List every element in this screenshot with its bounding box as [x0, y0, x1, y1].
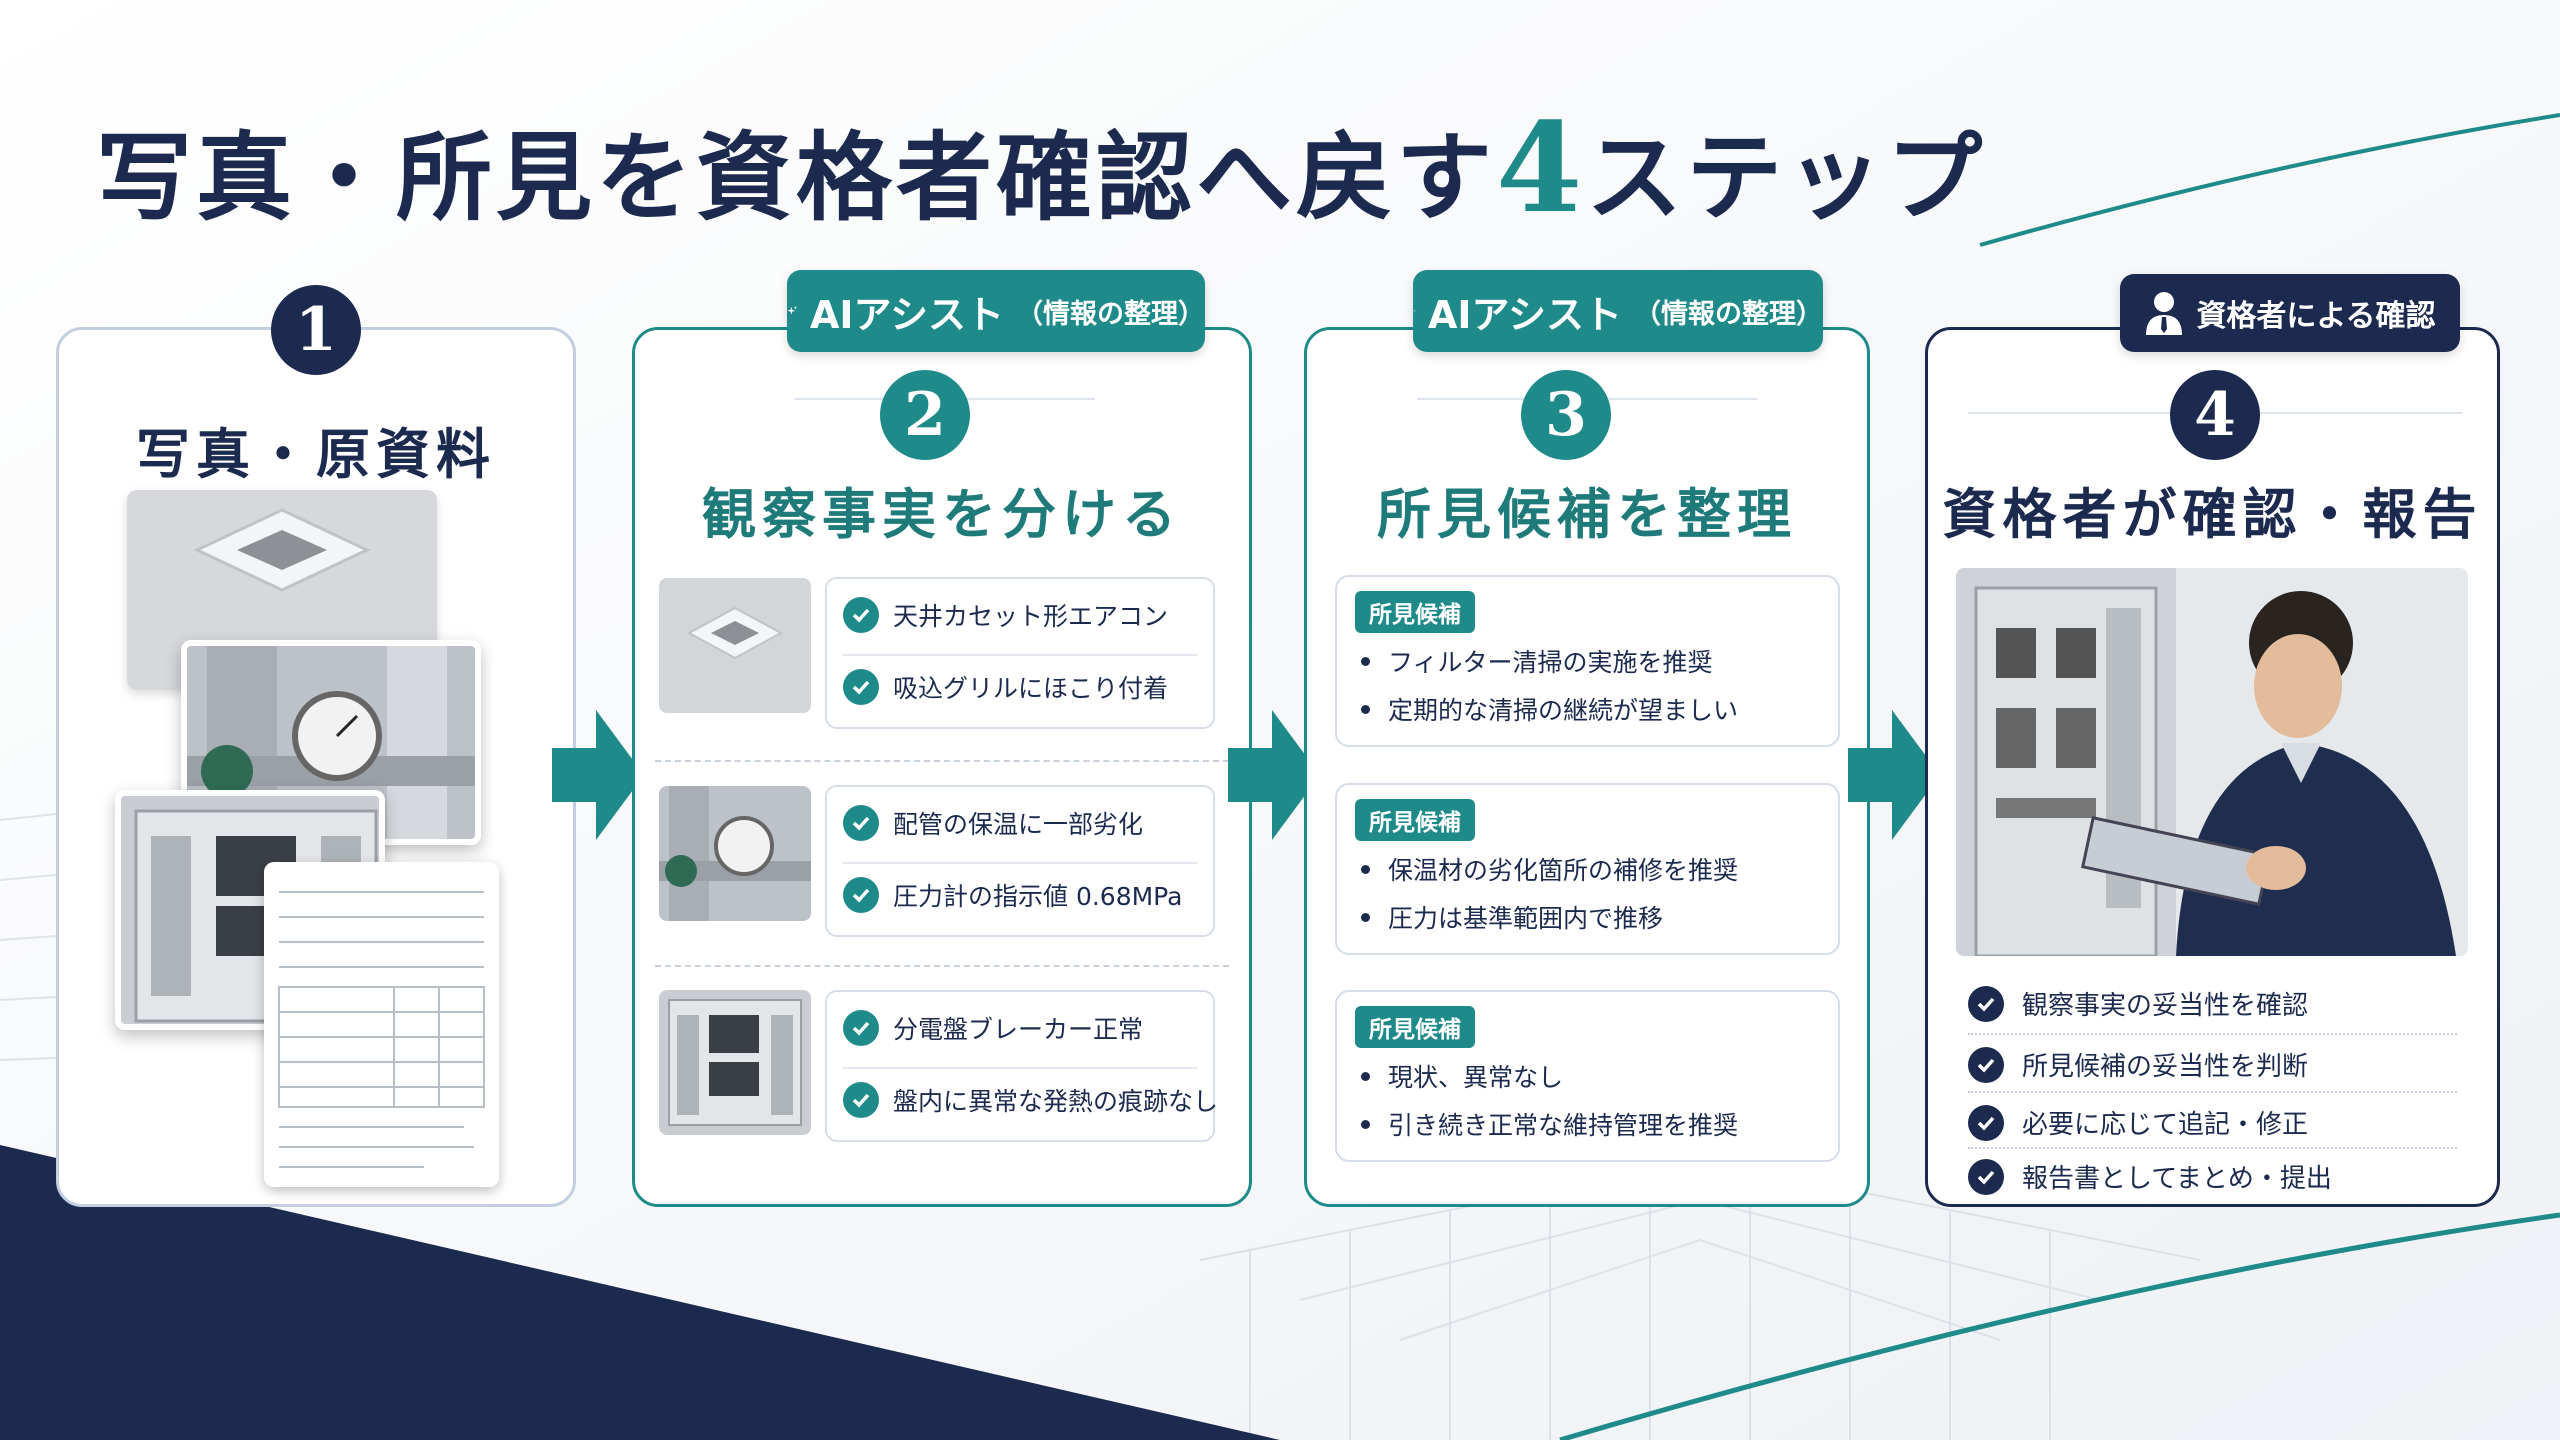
- check-icon: [843, 877, 879, 913]
- finding-tag: 所見候補: [1355, 591, 1475, 633]
- finding-item: 保温材の劣化箇所の補修を推奨: [1361, 851, 1738, 887]
- badge-sublabel: （情報の整理）: [1634, 298, 1823, 330]
- check-icon: [1968, 1046, 2004, 1083]
- finding-item: 現状、異常なし: [1361, 1058, 1563, 1094]
- step-1-card: 1 写真・原資料: [56, 285, 576, 1207]
- step-4-number: 4: [2170, 370, 2260, 460]
- dotted-divider: [1968, 1091, 2457, 1093]
- ai-assist-badge: AIアシスト （情報の整理）: [787, 270, 1205, 352]
- inspector-photo: [1956, 568, 2468, 956]
- fact-text: 圧力計の指示値 0.68MPa: [893, 882, 1183, 911]
- fact-item: 天井カセット形エアコン: [843, 597, 1197, 633]
- step-4-heading: 資格者が確認・報告: [1942, 483, 2483, 546]
- arrow-right-icon: [1228, 710, 1320, 840]
- step-3-heading: 所見候補を整理: [1377, 483, 1797, 546]
- step-2-heading: 観察事実を分ける: [702, 483, 1182, 546]
- step-3-card: AIアシスト （情報の整理） 3 所見候補を整理 所見候補 フィルター清掃の実施…: [1304, 270, 1870, 1207]
- check-icon: [843, 1010, 879, 1046]
- fact-item: 吸込グリルにほこり付着: [843, 669, 1197, 705]
- arrow-right-icon: [552, 710, 644, 840]
- title-step-count: 4: [1496, 96, 1587, 241]
- fact-text: 天井カセット形エアコン: [893, 602, 1169, 631]
- dashed-divider: [655, 760, 1229, 762]
- person-icon: [2146, 292, 2183, 335]
- fact-item: 圧力計の指示値 0.68MPa: [843, 877, 1197, 913]
- check-icon: [843, 805, 879, 841]
- check-icon: [1968, 1158, 2004, 1195]
- confirmation-item: 所見候補の妥当性を判断: [1968, 1046, 2457, 1083]
- confirmation-item: 必要に応じて追記・修正: [1968, 1104, 2457, 1141]
- finding-tag: 所見候補: [1355, 1006, 1475, 1048]
- badge-label: 資格者による確認: [2196, 299, 2436, 334]
- fact-text: 盤内に異常な発熱の痕跡なし: [893, 1087, 1219, 1116]
- badge-label: AIアシスト: [1427, 292, 1622, 337]
- fact-item: 盤内に異常な発熱の痕跡なし: [843, 1082, 1218, 1118]
- dotted-divider: [1968, 1147, 2457, 1149]
- inspection-report-document: [264, 862, 499, 1187]
- check-icon: [843, 597, 879, 633]
- qualified-review-badge: 資格者による確認: [2120, 274, 2460, 352]
- finding-tag: 所見候補: [1355, 799, 1475, 841]
- divider: [843, 862, 1197, 864]
- finding-item: 定期的な清掃の継続が望ましい: [1361, 691, 1738, 727]
- fact-box: 分電盤ブレーカー正常 盤内に異常な発熱の痕跡なし: [825, 990, 1218, 1142]
- finding-item: フィルター清掃の実施を推奨: [1361, 643, 1713, 679]
- ai-assist-badge: AIアシスト （情報の整理）: [1413, 270, 1823, 352]
- fact-item: 分電盤ブレーカー正常: [843, 1010, 1197, 1046]
- fact-box: 天井カセット形エアコン 吸込グリルにほこり付着: [825, 577, 1215, 729]
- badge-sublabel: （情報の整理）: [1016, 298, 1205, 330]
- confirmation-item: 観察事実の妥当性を確認: [1968, 985, 2457, 1022]
- arrow-right-icon: [1848, 710, 1940, 840]
- badge-label: AIアシスト: [809, 292, 1004, 337]
- step-1-number: 1: [271, 285, 361, 375]
- step-2-card: AIアシスト （情報の整理） 2 観察事実を分ける 天井カセット形エアコン 吸込…: [632, 270, 1252, 1207]
- divider: [843, 1067, 1197, 1069]
- fact-text: 配管の保温に一部劣化: [893, 810, 1144, 839]
- sparkle-icon: [1413, 309, 1416, 313]
- confirmation-text: 観察事実の妥当性を確認: [2022, 991, 2309, 1021]
- dashed-divider: [655, 965, 1229, 967]
- page-title: 写真・所見を資格者確認へ戻す4ステップ: [96, 96, 1986, 241]
- piping-gauge-thumbnail: [659, 786, 811, 921]
- step-1-heading: 写真・原資料: [136, 423, 496, 486]
- step-3-number: 3: [1521, 370, 1611, 460]
- sparkle-icon: [787, 305, 798, 315]
- finding-candidate-box: 所見候補 保温材の劣化箇所の補修を推奨 圧力は基準範囲内で推移: [1335, 783, 1840, 955]
- title-suffix: ステップ: [1586, 121, 1987, 234]
- divider: [843, 654, 1197, 656]
- step-2-number: 2: [880, 370, 970, 460]
- ceiling-aircon-thumbnail: [659, 578, 811, 713]
- dotted-divider: [1968, 1033, 2457, 1035]
- fact-text: 分電盤ブレーカー正常: [893, 1015, 1144, 1044]
- confirmation-item: 報告書としてまとめ・提出: [1968, 1158, 2457, 1195]
- confirmation-text: 報告書としてまとめ・提出: [2022, 1164, 2332, 1194]
- step-4-card: 資格者による確認 4 資格者が確認・報告 観察事実の妥当性を確認 所見候補の妥当…: [1925, 274, 2500, 1207]
- fact-text: 吸込グリルにほこり付着: [893, 674, 1169, 703]
- check-icon: [1968, 985, 2004, 1022]
- check-icon: [843, 669, 879, 705]
- fact-box: 配管の保温に一部劣化 圧力計の指示値 0.68MPa: [825, 785, 1215, 937]
- finding-item: 引き続き正常な維持管理を推奨: [1361, 1106, 1738, 1142]
- fact-item: 配管の保温に一部劣化: [843, 805, 1197, 841]
- check-icon: [843, 1082, 879, 1118]
- check-icon: [1968, 1104, 2004, 1141]
- distribution-panel-thumbnail: [659, 990, 811, 1135]
- finding-item: 圧力は基準範囲内で推移: [1361, 899, 1663, 935]
- confirmation-text: 必要に応じて追記・修正: [2022, 1110, 2309, 1140]
- confirmation-text: 所見候補の妥当性を判断: [2022, 1052, 2309, 1082]
- title-prefix: 写真・所見を資格者確認へ戻す: [96, 121, 1496, 234]
- finding-candidate-box: 所見候補 フィルター清掃の実施を推奨 定期的な清掃の継続が望ましい: [1335, 575, 1840, 747]
- finding-candidate-box: 所見候補 現状、異常なし 引き続き正常な維持管理を推奨: [1335, 990, 1840, 1162]
